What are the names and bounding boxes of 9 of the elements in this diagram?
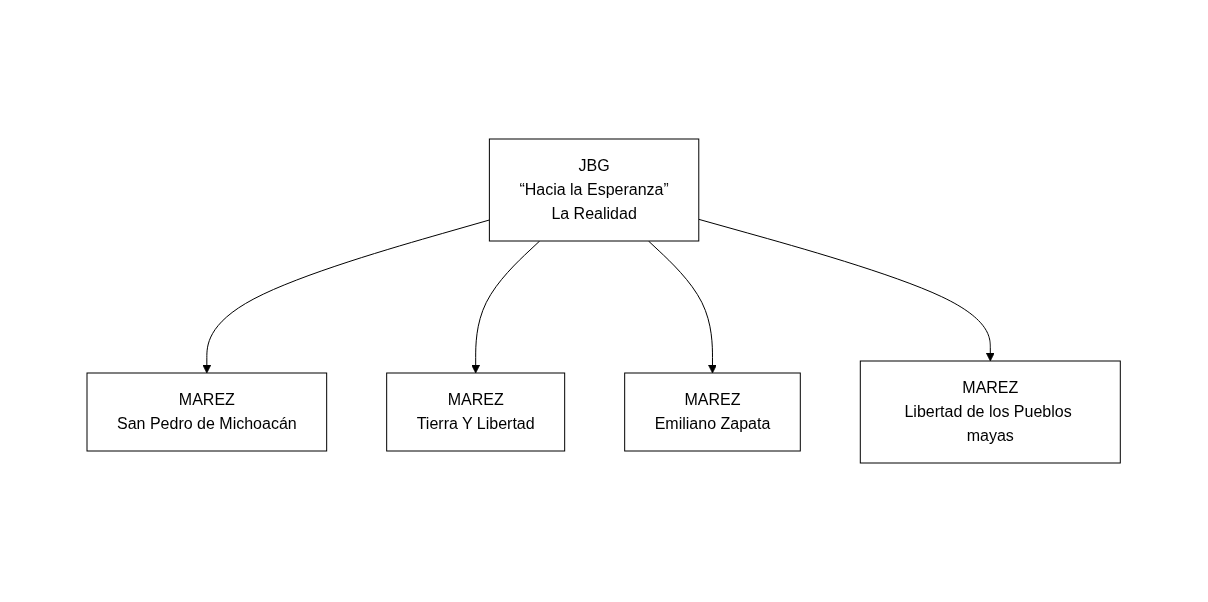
- node-box: MAREZ Tierra Y Libertad: [386, 372, 566, 452]
- node-box: JBG “Hacia la Esperanza” La Realidad: [489, 138, 700, 242]
- arrow: [648, 240, 718, 374]
- arrow: [471, 240, 541, 374]
- node-box: MAREZ San Pedro de Michoacán: [86, 372, 328, 452]
- node-box: MAREZ Emiliano Zapata: [624, 372, 802, 452]
- node-box: MAREZ Libertad de los Pueblos mayas: [860, 360, 1122, 464]
- arrow: [698, 218, 996, 362]
- arrow: [202, 219, 491, 374]
